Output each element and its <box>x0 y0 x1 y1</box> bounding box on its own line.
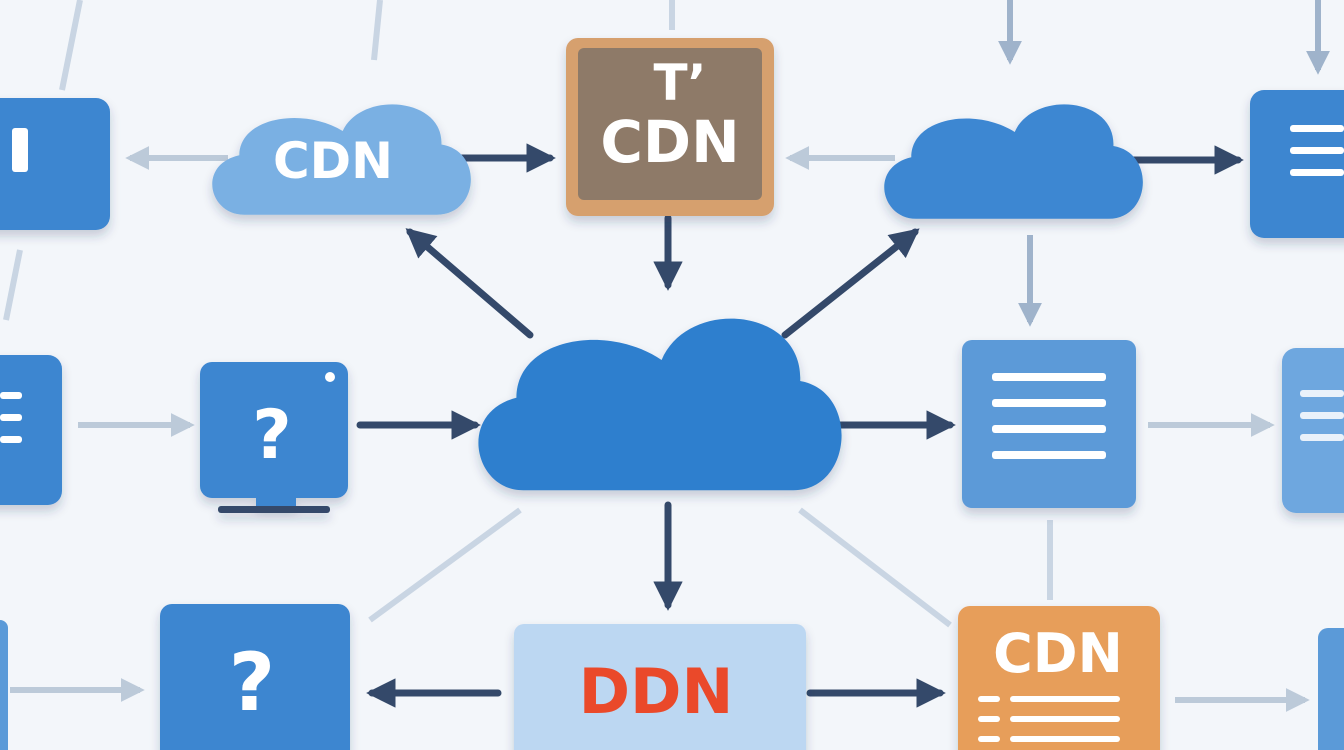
node-cdn-cloud: CDN <box>212 104 471 215</box>
node-central-cloud <box>478 318 842 491</box>
cdn-cloud-label: CDN <box>273 132 393 190</box>
cloud-icon <box>884 104 1143 219</box>
node-bottom-question-box: ? <box>160 604 350 750</box>
cloud-icon <box>478 318 842 491</box>
node-mid-far-right-box <box>1282 348 1344 513</box>
top-box-label-line1: T’ <box>653 54 706 112</box>
node-bottom-cdn-box: CDN <box>958 606 1160 750</box>
node-ddn-box: DDN <box>514 624 806 750</box>
arrow-center-to-upper-left <box>405 228 534 339</box>
document-lines-icon <box>1290 125 1344 176</box>
question-icon: ? <box>229 636 275 729</box>
mid-arrows <box>998 0 1330 327</box>
dark-arrows <box>356 143 1244 708</box>
document-lines-icon <box>978 696 1120 742</box>
node-mid-left-doc <box>0 355 62 505</box>
light-arrows <box>10 146 1310 712</box>
top-box-label-line2: CDN <box>600 108 739 176</box>
node-top-right-cloud <box>884 104 1143 219</box>
document-lines-icon <box>992 373 1106 459</box>
node-bottom-left-edge-box <box>0 620 8 750</box>
background-connectors <box>3 0 1053 628</box>
node-top-center-box: T’ CDN <box>566 38 774 216</box>
bottom-cdn-label: CDN <box>993 622 1123 685</box>
node-question-monitor: ? <box>200 362 348 513</box>
ddn-label: DDN <box>579 655 734 728</box>
node-top-left-box <box>0 98 110 230</box>
node-mid-right-doc <box>962 340 1136 508</box>
monitor-question-icon: ? <box>252 396 291 475</box>
node-bottom-far-right-box <box>1318 628 1344 750</box>
arrow-center-to-upper-right <box>781 228 920 339</box>
node-top-right-doc <box>1250 90 1344 238</box>
